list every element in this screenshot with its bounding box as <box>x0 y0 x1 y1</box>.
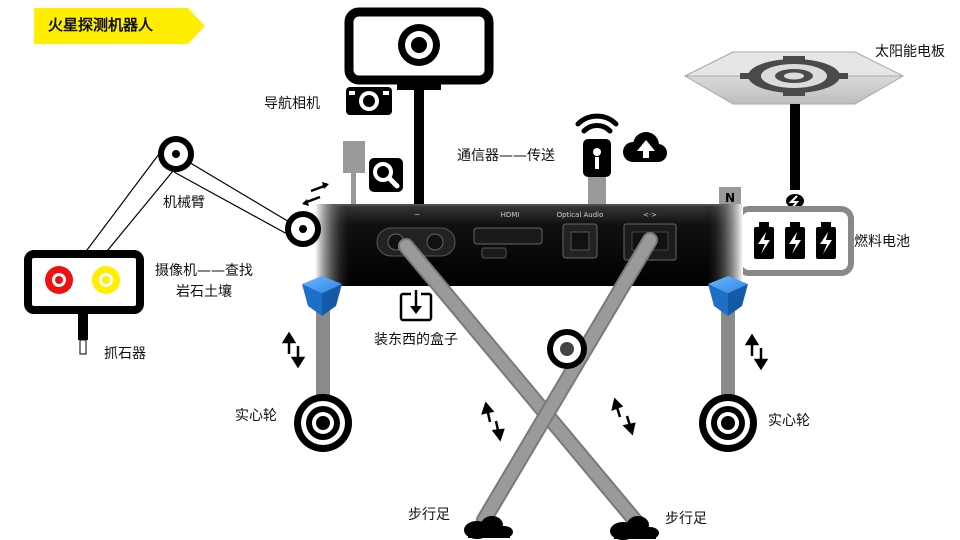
wheel-icon <box>699 394 757 452</box>
walking-legs <box>398 232 658 532</box>
comm-label: 通信器——传送 <box>457 148 555 164</box>
robotic-arm <box>77 136 321 263</box>
gripper-label: 抓石器 <box>104 346 146 362</box>
title: 火星探测机器人 <box>48 16 154 34</box>
solar-panel-label: 太阳能电板 <box>875 44 945 60</box>
port-label-optical: Optical Audio <box>557 211 604 219</box>
arrows-icon <box>481 401 505 442</box>
download-icon <box>399 290 433 322</box>
camera-icon <box>346 87 392 115</box>
foot-left-label: 步行足 <box>408 507 450 523</box>
wifi-icon <box>575 113 619 134</box>
title-tag <box>34 8 205 44</box>
sensor-mast <box>343 141 365 207</box>
target-icon <box>398 24 440 66</box>
gear-icon <box>740 56 848 96</box>
cloud-upload-icon <box>623 132 667 162</box>
n-badge-text: N <box>725 191 735 205</box>
nav-camera <box>344 7 494 210</box>
camera-label-line1: 摄像机——查找 <box>155 263 253 279</box>
optical-port <box>562 223 598 259</box>
battery-label: 燃料电池 <box>854 234 910 250</box>
hdmi-port <box>473 227 543 259</box>
inspection-camera <box>24 250 144 355</box>
search-icon <box>369 158 403 192</box>
n-badge: N <box>719 187 741 207</box>
port-label-power: ~ <box>414 211 420 219</box>
joint-arrows-icon <box>302 182 329 206</box>
arrows-icon <box>744 333 769 371</box>
right-wheel-assembly <box>699 276 757 452</box>
blue-cube <box>302 276 342 316</box>
battery <box>736 194 854 276</box>
left-wheel-assembly <box>294 276 352 452</box>
foot-right-label: 步行足 <box>665 511 707 527</box>
wheel-left-label: 实心轮 <box>235 408 277 424</box>
arrows-icon <box>281 331 306 369</box>
arm-label: 机械臂 <box>163 195 205 211</box>
port-label-ethernet: <·> <box>643 211 657 219</box>
arrows-icon <box>611 397 636 436</box>
wheel-right-label: 实心轮 <box>768 413 810 429</box>
cloud-foot-icon <box>464 516 513 539</box>
wheel-icon <box>294 394 352 452</box>
rover-body: ~ HDMI Optical Audio <·> <box>315 204 743 286</box>
communicator <box>583 139 611 207</box>
nav-camera-label: 导航相机 <box>264 96 320 112</box>
camera-label-line2: 岩石土壤 <box>176 284 232 300</box>
battery-icon <box>754 222 836 259</box>
box-label: 装东西的盒子 <box>374 332 458 348</box>
blue-cube <box>708 276 748 316</box>
cloud-foot-icon <box>610 516 659 540</box>
port-label-hdmi: HDMI <box>501 211 520 219</box>
solar-panel <box>683 51 905 190</box>
